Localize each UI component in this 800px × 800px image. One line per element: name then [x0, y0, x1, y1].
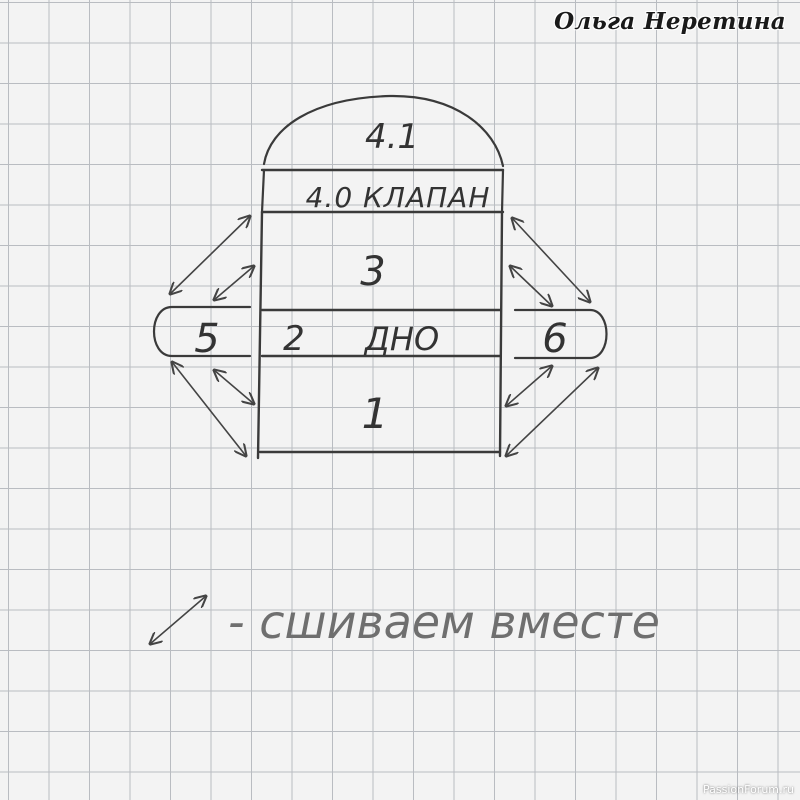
side-right-label: 6: [542, 316, 567, 362]
legend-arrow-icon: [150, 596, 206, 644]
body-left-edge: [256, 210, 264, 460]
side-left-gusset: [152, 305, 252, 358]
sew-arrow-right-lower-outer: [506, 368, 598, 456]
flap-top-label: 4.1: [365, 117, 419, 157]
body-right-edge: [498, 210, 504, 458]
sew-arrow-left-upper-outer: [170, 216, 250, 294]
back-label: 1: [362, 389, 389, 438]
flap-top-arc: [262, 94, 505, 168]
flap-left-edge: [260, 168, 266, 214]
sew-arrow-left-lower-outer: [172, 362, 246, 456]
site-watermark: PassionForum.ru: [703, 783, 794, 796]
legend-text: - сшиваем вместе: [228, 595, 660, 649]
flap-right-edge: [500, 168, 505, 214]
sew-arrow-left-upper-inner: [214, 266, 254, 300]
sew-arrow-right-lower-inner: [506, 366, 552, 406]
front-label: 3: [360, 249, 385, 295]
author-signature: Ольга Неретина: [554, 8, 786, 35]
side-right-gusset: [513, 308, 608, 360]
side-left-label: 5: [194, 316, 219, 362]
bottom-number-label: 2: [283, 319, 305, 359]
sew-arrow-left-lower-inner: [214, 370, 254, 404]
bottom-word-label: ДНО: [363, 320, 439, 358]
sew-arrow-right-upper-inner: [510, 266, 552, 306]
flap-label: 4.0 КЛАПАН: [306, 181, 491, 214]
sew-arrow-right-upper-outer: [512, 218, 590, 302]
